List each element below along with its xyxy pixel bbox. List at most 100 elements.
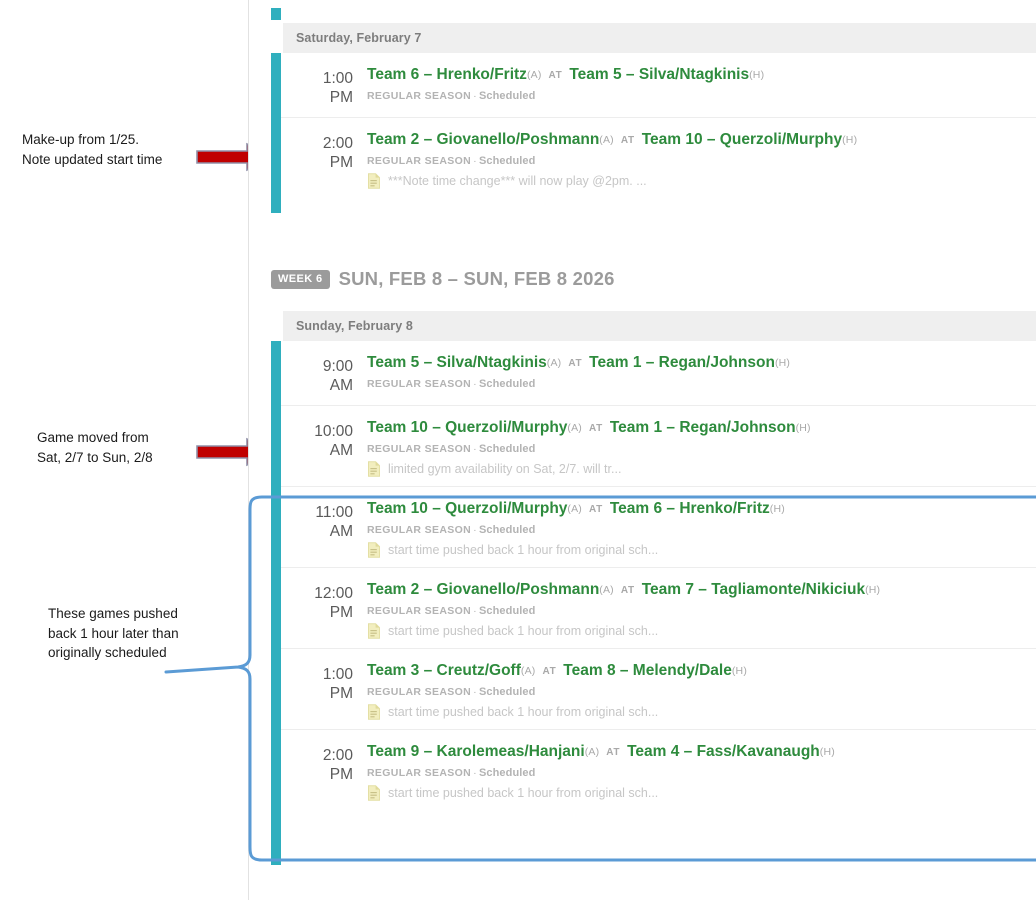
game-time-hour: 1:00 <box>322 665 353 683</box>
week-date-range: SUN, FEB 8 – SUN, FEB 8 2026 <box>338 268 615 289</box>
home-team-name[interactable]: Team 1 – Regan/Johnson <box>589 354 775 371</box>
annotation-moved-note: Game moved from Sat, 2/7 to Sun, 2/8 <box>37 430 153 465</box>
game-status: REGULAR SEASON·Scheduled <box>367 605 1036 617</box>
week-header: WEEK 6 SUN, FEB 8 – SUN, FEB 8 2026 <box>271 268 615 290</box>
game-matchup[interactable]: Team 3 – Creutz/Goff(A) AT Team 8 – Melend… <box>367 661 1036 681</box>
game-info: Team 3 – Creutz/Goff(A) AT Team 8 – Melend… <box>367 658 1036 720</box>
status-badge: Scheduled <box>478 378 536 390</box>
day-header-sunday: Sunday, February 8 <box>283 311 1036 341</box>
home-team-name[interactable]: Team 8 – Melendy/Dale <box>563 661 732 679</box>
away-team-name[interactable]: Team 6 – Hrenko/Fritz <box>367 66 527 83</box>
game-note[interactable]: ***Note time change*** will now play @2p… <box>367 173 1036 189</box>
away-team-name[interactable]: Team 2 – Giovanello/Poshmann <box>367 130 600 148</box>
game-time-hour: 2:00 <box>322 134 353 152</box>
away-indicator: (A) <box>567 502 583 515</box>
game-note[interactable]: start time pushed back 1 hour from origi… <box>367 785 1036 801</box>
game-time-meridiem: PM <box>329 603 353 621</box>
game-status: REGULAR SEASON·Scheduled <box>367 155 1036 167</box>
status-separator: · <box>473 604 477 617</box>
away-team-name[interactable]: Team 2 – Giovanello/Poshmann <box>367 580 600 598</box>
game-status: REGULAR SEASON·Scheduled <box>367 378 1036 390</box>
game-note[interactable]: start time pushed back 1 hour from origi… <box>367 542 1036 558</box>
game-time-hour: 9:00 <box>322 358 353 375</box>
home-team-name[interactable]: Team 1 – Regan/Johnson <box>609 418 796 436</box>
away-indicator: (A) <box>567 421 583 434</box>
game-time-meridiem: AM <box>329 376 353 394</box>
home-team-name[interactable]: Team 4 – Fass/Kavanaugh <box>627 742 820 760</box>
annotation-pushed-note: These games pushed back 1 hour later tha… <box>48 606 179 661</box>
season-label: REGULAR SEASON <box>367 523 472 536</box>
at-separator: AT <box>568 358 583 369</box>
accent-rail-stub <box>271 8 281 20</box>
status-badge: Scheduled <box>478 604 536 617</box>
game-note[interactable]: start time pushed back 1 hour from origi… <box>367 704 1036 720</box>
home-team-name[interactable]: Team 6 – Hrenko/Fritz <box>609 499 770 517</box>
game-matchup[interactable]: Team 5 – Silva/Ntagkinis(A) AT Team 1 – Re… <box>367 353 1036 373</box>
status-separator: · <box>473 685 477 698</box>
away-indicator: (A) <box>520 664 536 677</box>
home-indicator: (H) <box>774 357 791 369</box>
status-badge: Scheduled <box>478 685 536 698</box>
home-indicator: (H) <box>769 502 785 515</box>
home-indicator: (H) <box>731 664 748 677</box>
game-note-text: start time pushed back 1 hour from origi… <box>388 542 659 557</box>
at-separator: AT <box>620 584 635 596</box>
season-label: REGULAR SEASON <box>367 766 472 779</box>
game-time-hour: 10:00 <box>314 422 353 440</box>
game-note[interactable]: limited gym availability on Sat, 2/7. wi… <box>367 461 1036 477</box>
away-team-name[interactable]: Team 5 – Silva/Ntagkinis <box>367 354 547 371</box>
game-time-hour: 11:00 <box>315 503 353 521</box>
game-status: REGULAR SEASON·Scheduled <box>367 686 1036 698</box>
home-indicator: (H) <box>795 421 811 434</box>
season-label: REGULAR SEASON <box>367 604 472 617</box>
game-time-meridiem: PM <box>329 684 353 702</box>
game-time-hour: 2:00 <box>322 746 353 764</box>
game-note-text: start time pushed back 1 hour from origi… <box>388 623 659 638</box>
home-team-name[interactable]: Team 5 – Silva/Ntagkinis <box>569 66 750 83</box>
away-team-name[interactable]: Team 9 – Karolemeas/Hanjani <box>367 742 585 760</box>
at-separator: AT <box>548 70 563 81</box>
game-note[interactable]: start time pushed back 1 hour from origi… <box>367 623 1036 639</box>
game-info: Team 5 – Silva/Ntagkinis(A) AT Team 1 – Re… <box>367 350 1036 390</box>
status-badge: Scheduled <box>478 523 536 536</box>
away-indicator: (A) <box>546 357 562 369</box>
note-icon <box>368 461 380 477</box>
season-label: REGULAR SEASON <box>367 378 472 390</box>
away-team-name[interactable]: Team 3 – Creutz/Goff <box>367 661 521 679</box>
home-team-name[interactable]: Team 7 – Tagliamonte/Nikiciuk <box>641 580 866 598</box>
game-status: REGULAR SEASON·Scheduled <box>367 767 1036 779</box>
at-separator: AT <box>542 665 557 677</box>
game-time-hour: 12:00 <box>314 584 353 602</box>
away-team-name[interactable]: Team 10 – Querzoli/Murphy <box>367 499 568 517</box>
game-note-text: start time pushed back 1 hour from origi… <box>388 785 659 800</box>
home-team-name[interactable]: Team 10 – Querzoli/Murphy <box>641 130 843 148</box>
away-team-name[interactable]: Team 10 – Querzoli/Murphy <box>367 418 568 436</box>
game-note-text: limited gym availability on Sat, 2/7. wi… <box>388 461 622 476</box>
